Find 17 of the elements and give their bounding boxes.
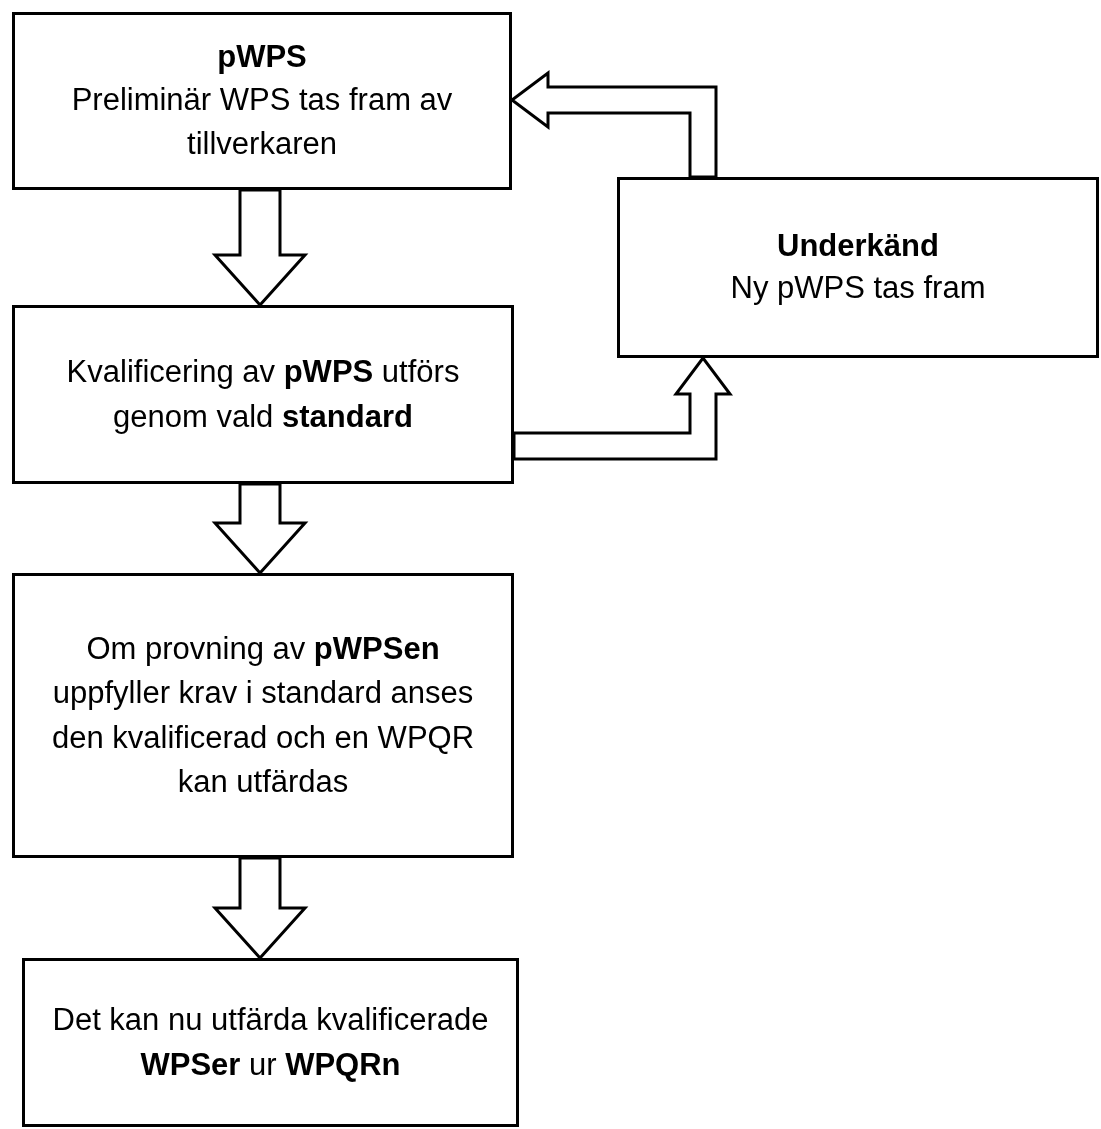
box-text: Det kan nu utfärda kvalificerade WPSer ur WPQRn	[51, 1001, 490, 1084]
block-arrow	[512, 355, 733, 461]
box-text: Om provning av pWPSen uppfyller krav i standard anses den kvalificerad och en WPQR kan utfärdas	[50, 630, 476, 801]
block-arrow	[211, 856, 309, 961]
process-box	[12, 12, 512, 190]
process-box	[617, 177, 1099, 358]
block-arrow	[211, 482, 309, 576]
box-text: Kvalificering av pWPS utförs genom vald standard	[65, 353, 461, 436]
process-box	[12, 573, 514, 858]
process-box	[22, 958, 519, 1127]
process-box	[12, 305, 514, 484]
box-text: Preliminär WPS tas fram av tillverkaren	[70, 80, 454, 163]
box-heading: pWPS	[217, 38, 307, 77]
box-text: Ny pWPS tas fram	[730, 269, 986, 308]
box-heading: Underkänd	[777, 226, 939, 265]
block-arrow	[509, 70, 718, 179]
block-arrow	[211, 188, 309, 308]
